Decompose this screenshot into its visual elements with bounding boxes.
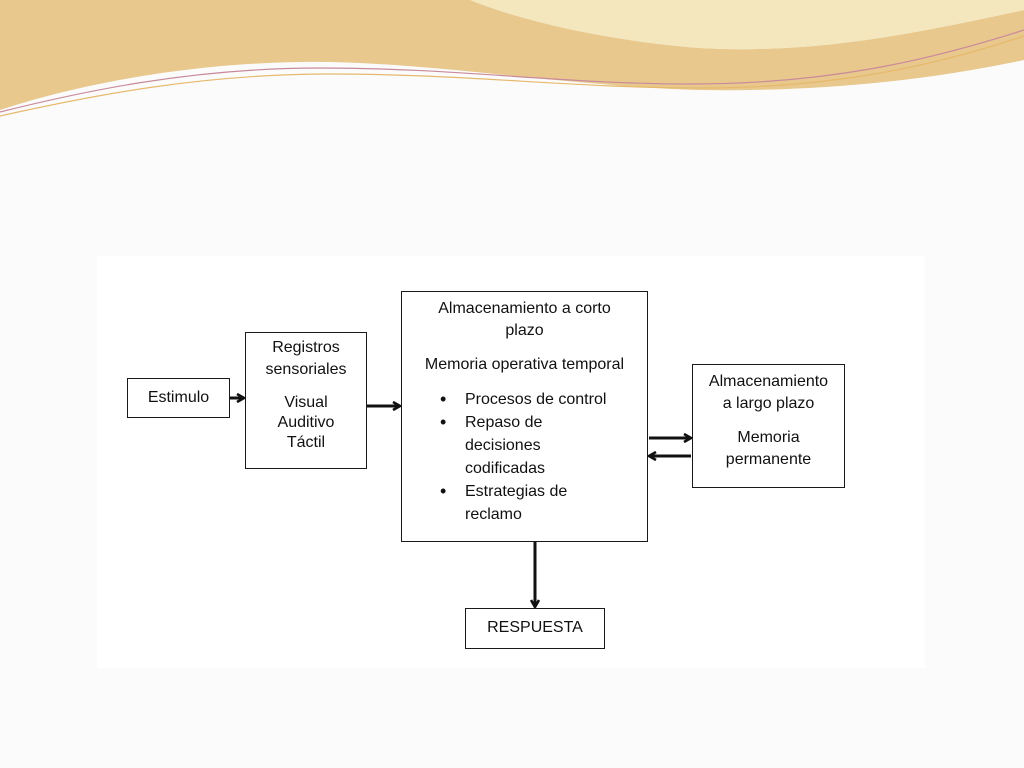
sensory-item-visual: Visual [284,394,328,411]
header-wave-decoration [0,0,1024,117]
wave-line-2 [0,35,1024,117]
sensory-title-line2: sensoriales [265,361,347,378]
wave-light-band [470,0,1024,50]
sensory-title-line1: Registros [272,339,340,356]
response-label: RESPUESTA [487,619,583,636]
short-term-memory-box: Almacenamiento a corto plazo Memoria ope… [401,291,648,542]
stimulus-box: Estimulo [127,378,230,418]
response-box: RESPUESTA [465,608,605,649]
long-term-memory-box: Almacenamiento a largo plazo Memoria per… [692,364,845,488]
long-title-line1: Almacenamiento [708,373,829,390]
long-title-line2: a largo plazo [722,395,815,412]
sensory-item-auditivo: Auditivo [277,414,335,431]
wave-line-1 [0,29,1024,113]
short-title-line1: Almacenamiento a corto [438,300,611,317]
bullet-retrieval-strategies: Estrategias de reclamo [402,480,647,526]
stimulus-label: Estimulo [147,389,210,406]
bullet-rehearsal: Repaso de decisiones codificadas [402,411,647,480]
short-subtitle: Memoria operativa temporal [424,356,625,373]
sensory-item-tactil: Táctil [286,434,326,451]
short-term-bullet-list: Procesos de control Repaso de decisiones… [402,388,647,526]
long-subtitle-line1: Memoria [737,429,800,446]
short-title-line2: plazo [505,322,544,339]
sensory-register-box: Registros sensoriales Visual Auditivo Tá… [245,332,367,469]
bullet-control-processes: Procesos de control [402,388,647,411]
long-subtitle-line2: permanente [725,451,812,468]
wave-gold-band [0,0,1024,110]
